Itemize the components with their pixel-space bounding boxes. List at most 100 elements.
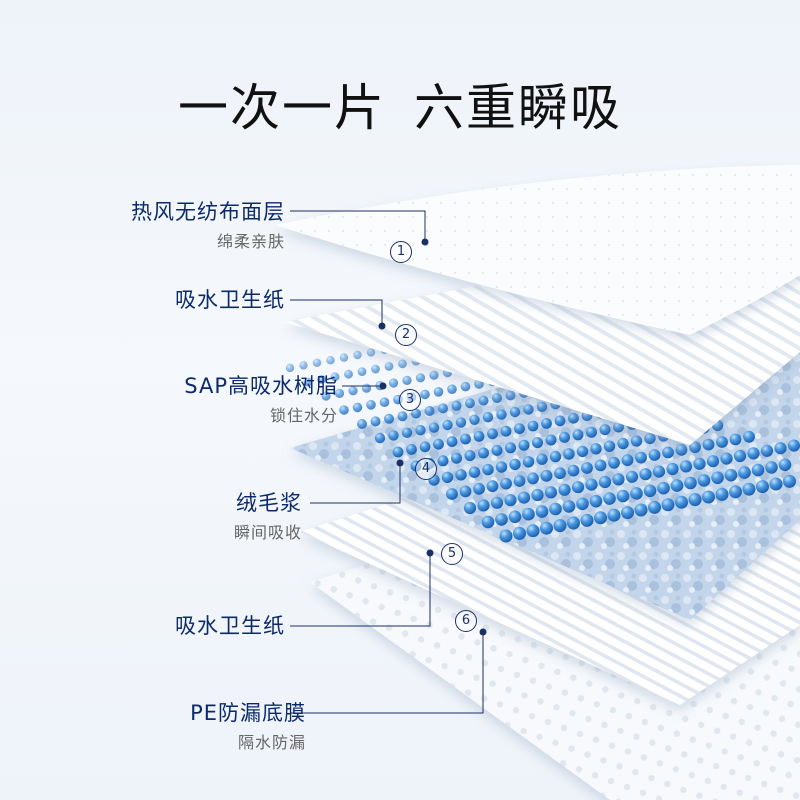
- sap-bead: [513, 526, 526, 540]
- sap-bead: [576, 445, 589, 458]
- sap-bead: [406, 444, 417, 455]
- sap-bead: [509, 406, 521, 418]
- sap-bead: [774, 442, 787, 455]
- sap-bead: [334, 388, 345, 398]
- layer-3-number: 3: [399, 389, 421, 411]
- sap-bead: [496, 409, 507, 420]
- sap-bead: [568, 412, 579, 424]
- sap-bead: [285, 363, 295, 373]
- sap-bead: [446, 436, 458, 447]
- layer-6-number: 6: [455, 610, 477, 632]
- sap-bead: [487, 428, 498, 440]
- sap-bead: [613, 421, 624, 433]
- sap-bead: [648, 449, 661, 461]
- sap-bead: [482, 412, 494, 423]
- sap-bead: [756, 480, 769, 494]
- sap-bead: [559, 431, 570, 443]
- sap-bead: [478, 447, 489, 459]
- sap-bead: [545, 434, 557, 446]
- sap-bead: [553, 519, 567, 533]
- sap-bead: [491, 444, 503, 456]
- layer-3-label: SAP高吸水树脂 锁住水分: [184, 372, 338, 428]
- sap-bead: [490, 496, 504, 509]
- sap-bead: [526, 524, 540, 538]
- sap-bead: [666, 462, 679, 476]
- sap-bead: [594, 511, 607, 525]
- sap-bead: [522, 507, 535, 521]
- sap-bead: [716, 436, 728, 448]
- sap-bead: [747, 447, 760, 460]
- layer-4-name: 绒毛浆: [236, 491, 302, 515]
- layer-1-label: 热风无纺布面层 绵柔亲肤: [131, 198, 285, 254]
- sap-bead: [366, 348, 376, 357]
- sap-bead: [451, 452, 462, 464]
- sap-bead: [481, 515, 495, 529]
- sap-bead: [442, 419, 453, 431]
- layer-3-desc: 锁住水分: [269, 406, 338, 425]
- sap-bead: [486, 480, 499, 493]
- sap-bead: [644, 432, 656, 445]
- sap-bead: [361, 383, 372, 393]
- sap-bead: [594, 459, 607, 472]
- sap-bead: [388, 430, 399, 441]
- layer-4-label: 绒毛浆 瞬间吸收: [234, 489, 302, 545]
- sap-bead: [500, 477, 512, 490]
- sap-bead: [357, 419, 367, 429]
- sap-bead: [473, 431, 485, 442]
- sap-bead: [617, 437, 629, 450]
- sap-bead: [554, 415, 566, 427]
- sap-bead: [675, 495, 688, 509]
- sap-bead: [742, 482, 756, 496]
- sap-bead: [549, 450, 562, 463]
- sap-bead: [303, 377, 313, 387]
- sap-bead: [513, 475, 526, 487]
- sap-bead: [299, 361, 308, 370]
- connector-dots: [378, 238, 487, 636]
- sap-bead: [330, 372, 340, 382]
- sap-bead: [603, 492, 616, 505]
- sap-bead: [384, 362, 394, 371]
- sap-bead: [648, 500, 661, 514]
- layer-5-label: 吸水卫生纸: [175, 612, 285, 640]
- sap-bead: [437, 455, 449, 467]
- sap-bead: [514, 423, 525, 434]
- sap-bead: [357, 367, 367, 376]
- sap-bead: [540, 521, 553, 535]
- sap-bead: [603, 440, 616, 452]
- sap-bead: [532, 437, 543, 449]
- sap-bead: [670, 479, 684, 492]
- sap-bead: [711, 471, 724, 485]
- sap-bead: [675, 443, 688, 456]
- sap-bead: [446, 488, 458, 500]
- sap-bead: [465, 398, 475, 409]
- layer-1-name: 热风无纺布面层: [131, 200, 285, 224]
- sap-bead: [420, 389, 430, 400]
- sap-bead: [499, 529, 513, 543]
- sap-bead: [433, 387, 444, 397]
- sap-bead: [586, 426, 597, 438]
- sap-bead: [477, 499, 490, 512]
- sap-bead: [733, 449, 747, 463]
- sap-bead: [541, 418, 552, 429]
- layer-1-desc: 绵柔亲肤: [216, 232, 285, 251]
- sap-bead: [447, 384, 457, 395]
- sap-bead: [379, 397, 390, 408]
- sap-bead: [397, 411, 408, 422]
- sap-bead: [419, 441, 431, 453]
- sap-bead: [679, 460, 693, 473]
- sap-bead: [743, 430, 755, 443]
- sap-bead: [492, 393, 502, 403]
- sap-bead: [715, 487, 729, 501]
- sap-bead: [415, 425, 426, 436]
- sap-bead: [616, 489, 630, 503]
- sap-bead: [639, 468, 652, 481]
- layer-6-label: PE防漏底膜 隔水防漏: [190, 699, 306, 755]
- sap-bead: [738, 466, 751, 479]
- sap-bead: [572, 429, 584, 441]
- sap-bead: [697, 474, 711, 487]
- layer-2-number: 2: [395, 324, 417, 346]
- sap-bead: [567, 516, 580, 530]
- sap-bead: [473, 482, 485, 495]
- sap-bead: [388, 378, 399, 388]
